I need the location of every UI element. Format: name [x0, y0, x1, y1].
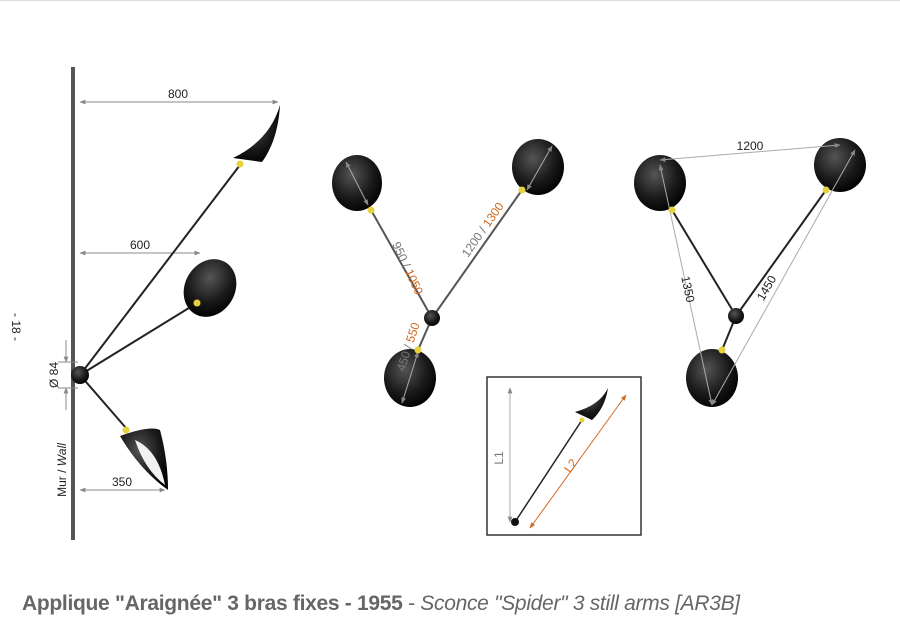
caption-separator: -	[402, 592, 421, 615]
wall-mount-hub	[71, 366, 89, 384]
dim-800: 800	[168, 87, 188, 101]
span-top: 1200	[737, 139, 764, 153]
lamp-shade-left	[634, 155, 686, 211]
side-view: 800 600 350 Ø 84 Mur / Wall	[47, 67, 280, 540]
caption: Applique "Araignée" 3 bras fixes - 1955 …	[22, 592, 740, 616]
inset-l1: L1	[492, 451, 506, 465]
front-view-spans: 1200 1350 1450	[634, 138, 866, 407]
bottom-arm-length: 450 / 550	[394, 320, 423, 372]
front-view-arm-lengths: 950 / 1050 1200 / 1300 450 / 550	[332, 139, 564, 407]
dim-350: 350	[112, 475, 132, 489]
caption-french: Applique "Araignée" 3 bras fixes - 1955	[22, 592, 403, 615]
inset-length-diagram: L1 L2	[486, 376, 642, 536]
dim-diameter: Ø 84	[47, 362, 61, 388]
wall-label: Mur / Wall	[55, 443, 69, 497]
lamp-shade-right	[512, 139, 564, 195]
page-number: - 18 -	[9, 313, 23, 341]
left-arm-length: 950 / 1050	[389, 240, 426, 298]
right-arm-length: 1200 / 1300	[459, 199, 507, 259]
lamp-shade-middle	[183, 259, 237, 317]
caption-english: Sconce "Spider" 3 still arms [AR3B]	[420, 592, 740, 615]
lamp-shade-bottom	[686, 349, 738, 407]
span-right: 1450	[754, 273, 780, 303]
dim-600: 600	[130, 238, 150, 252]
lamp-shade-top	[233, 105, 280, 162]
span-left: 1350	[678, 275, 697, 304]
